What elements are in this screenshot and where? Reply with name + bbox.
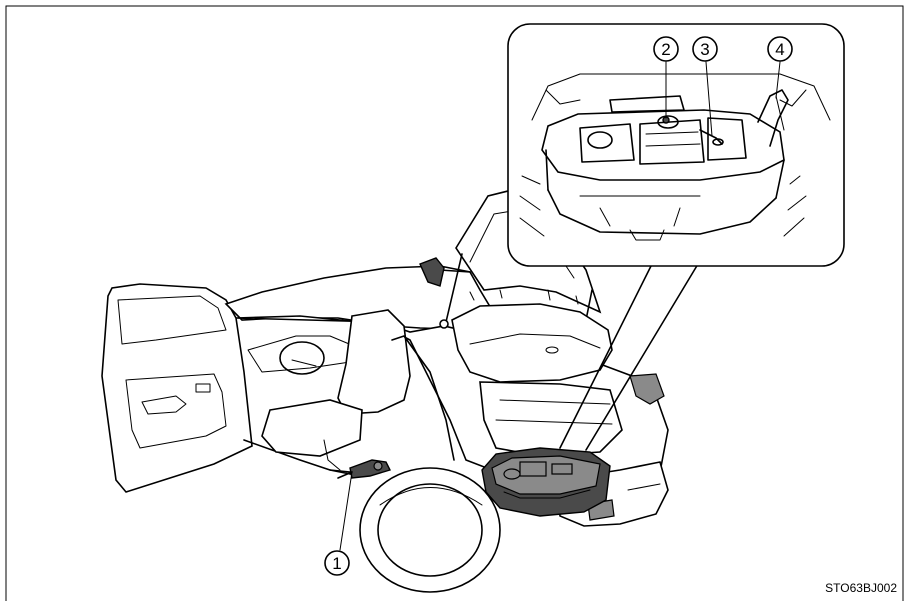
callout-2: 2: [653, 36, 679, 62]
callout-3: 3: [692, 36, 718, 62]
callout-2-label: 2: [661, 40, 670, 59]
image-code: STO63BJ002: [825, 581, 897, 595]
callout-1: 1: [324, 550, 350, 576]
callout-4: 4: [767, 36, 793, 62]
rear-wheel: [359, 467, 501, 593]
callout-4-label: 4: [775, 40, 784, 59]
open-front-door: [101, 283, 253, 493]
figure-frame: [5, 5, 904, 601]
tool-tray: [481, 447, 611, 517]
cargo-area: [451, 303, 665, 457]
zoom-inset: [507, 23, 845, 451]
jack-handle: [337, 459, 391, 479]
callout-3-label: 3: [700, 40, 709, 59]
callout-1-label: 1: [332, 554, 341, 573]
inset-detail: [519, 73, 831, 241]
